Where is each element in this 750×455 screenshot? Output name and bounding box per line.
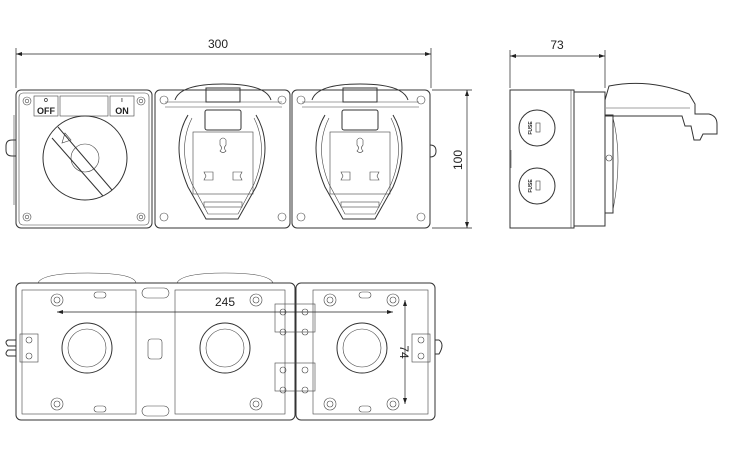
side-view: 73 FUSE FUSE	[509, 38, 718, 229]
rear-view: 245 74	[5, 272, 443, 421]
switch-panel: O OFF I ON	[15, 89, 153, 229]
dimension-height: 100	[432, 89, 472, 229]
dimension-depth: 73	[509, 38, 606, 88]
dimension-hole-spacing-vertical: 74	[397, 300, 411, 404]
dimension-height-label: 100	[451, 150, 465, 170]
on-label: ON	[115, 106, 129, 116]
fuse-holder-1: FUSE	[518, 109, 556, 147]
universal-socket-face	[192, 131, 254, 195]
cable-entry-3	[336, 322, 388, 374]
fuse-label-1: FUSE	[528, 121, 534, 135]
off-label: OFF	[37, 106, 55, 116]
dimension-hole-spacing-horizontal: 245	[57, 295, 393, 314]
on-symbol: I	[121, 98, 123, 104]
dimension-depth-label: 73	[550, 38, 564, 52]
socket-panel-2	[291, 83, 437, 229]
dimension-74-label: 74	[397, 345, 411, 359]
cable-entry-1	[61, 322, 113, 374]
dimension-width-label: 300	[208, 37, 228, 51]
fuse-holder-2: FUSE	[518, 167, 556, 205]
dimension-width: 300	[15, 37, 432, 88]
rotary-switch-knob[interactable]	[42, 115, 128, 201]
socket-panel-1	[154, 83, 291, 229]
front-view: 300 100 O OFF I ON	[5, 37, 472, 229]
mounting-lug	[5, 139, 16, 157]
cable-entry-2	[199, 322, 251, 374]
arrow-indicator-icon	[61, 132, 72, 144]
dimension-245-label: 245	[215, 295, 235, 309]
fuse-label-2: FUSE	[528, 179, 534, 193]
off-symbol: O	[44, 98, 48, 104]
